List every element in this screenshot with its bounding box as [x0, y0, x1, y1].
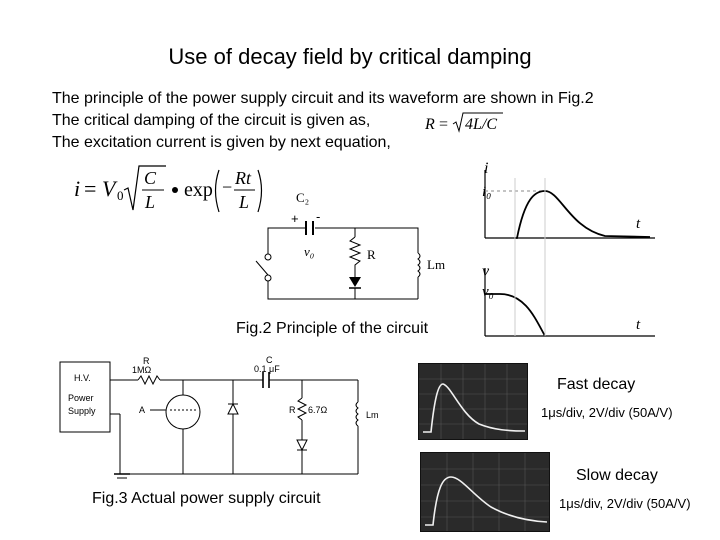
svg-text:0: 0: [117, 188, 124, 203]
power-label: Power: [68, 393, 94, 403]
damping-formula: R = 4L/C: [424, 110, 525, 136]
slow-decay-scope-image: [420, 452, 550, 532]
svg-text:L: L: [144, 192, 155, 212]
fig2-waveforms: [455, 158, 665, 348]
t-axis-label: t: [636, 216, 641, 232]
minus-label: -: [316, 209, 321, 224]
v0-axis-label: v₀: [482, 284, 494, 300]
i0-label: i₀: [482, 184, 492, 200]
svg-text:=: =: [84, 176, 96, 201]
slow-decay-title: Slow decay: [576, 467, 658, 484]
svg-text:L: L: [238, 192, 249, 212]
svg-text:−: −: [222, 177, 232, 197]
fig3-r-value: 1MΩ: [132, 365, 152, 375]
v-axis-label: v: [482, 263, 490, 280]
fig3-r2-value: 6.7Ω: [308, 405, 328, 415]
r-label: R: [367, 247, 376, 262]
intro-line: The principle of the power supply circui…: [52, 90, 594, 107]
plus-label: +: [291, 211, 299, 226]
fig3-c-label: C: [266, 355, 273, 365]
hv-label: H.V.: [74, 373, 91, 383]
fig3-c-value: 0.1 μF: [254, 364, 280, 374]
fig3-r2-label: R: [289, 405, 296, 415]
t2-axis-label: t: [636, 317, 641, 333]
i-axis-label: i: [484, 160, 489, 177]
excitation-line: The excitation current is given by next …: [52, 134, 391, 151]
svg-text:exp: exp: [184, 179, 213, 201]
cap-label: C₂: [296, 190, 310, 205]
damping-line: The critical damping of the circuit is g…: [52, 112, 371, 129]
svg-text:R: R: [425, 116, 435, 133]
fig2-schematic: [240, 195, 440, 310]
fig3-r-label: R: [143, 356, 150, 366]
svg-text:Rt: Rt: [234, 168, 252, 188]
v0-label: v₀: [304, 244, 315, 259]
fig3-lm-label: Lm: [366, 410, 379, 420]
slide-title: Use of decay field by critical damping: [168, 44, 532, 69]
svg-text:4L/C: 4L/C: [465, 116, 497, 133]
slow-decay-setting: 1μs/div, 2V/div (50A/V): [559, 496, 691, 511]
supply-label: Supply: [68, 406, 96, 416]
fast-decay-title: Fast decay: [557, 376, 636, 393]
fast-decay-setting: 1μs/div, 2V/div (50A/V): [541, 405, 673, 420]
svg-text:C: C: [144, 168, 157, 188]
current-formula: i = V 0 C L exp − Rt L: [72, 160, 272, 220]
fig3-caption: Fig.3 Actual power supply circuit: [92, 490, 321, 507]
fig3-schematic: [58, 352, 390, 484]
svg-text:V: V: [102, 176, 118, 201]
lm-label: Lm: [427, 257, 446, 272]
fig3-a-label: A: [139, 405, 146, 415]
svg-text:=: =: [439, 116, 448, 133]
svg-text:i: i: [74, 176, 80, 201]
fig2-caption: Fig.2 Principle of the circuit: [236, 320, 429, 337]
fast-decay-scope-image: [418, 363, 528, 440]
